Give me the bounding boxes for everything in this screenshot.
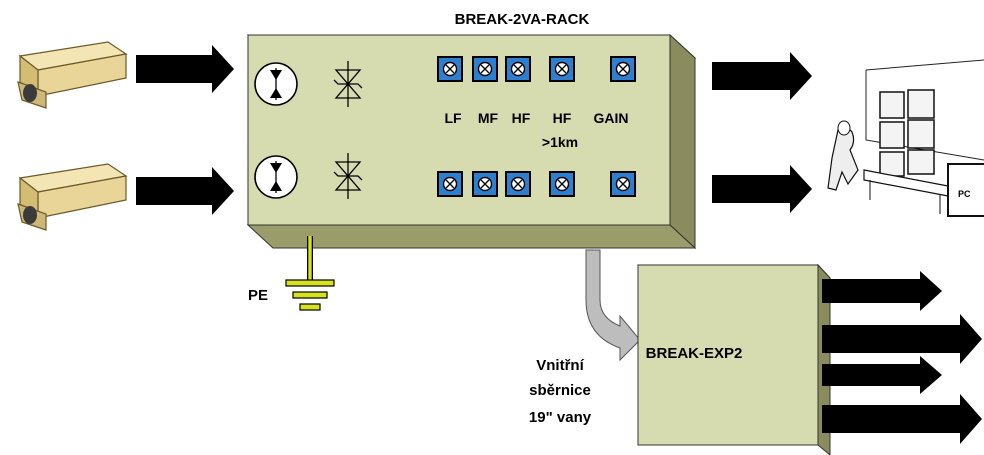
bus-label-line: sběrnice xyxy=(529,382,591,399)
current-source-icon xyxy=(254,155,298,199)
arrow-right-icon xyxy=(822,314,982,364)
bus-label-line: Vnitřní xyxy=(536,357,584,374)
ground-label: PE xyxy=(248,287,268,304)
bus-arrow-icon xyxy=(585,249,641,362)
trimmer-knob-icon xyxy=(549,56,575,82)
rack-title: BREAK-2VA-RACK xyxy=(455,11,590,28)
arrow-right-icon xyxy=(136,167,234,215)
tvs-diode-icon xyxy=(333,153,363,199)
trimmer-knob-icon xyxy=(437,171,463,197)
trimmer-knob-icon xyxy=(549,171,575,197)
camera-icon xyxy=(17,163,128,231)
knob-label: GAIN xyxy=(594,110,629,126)
pc-label: PC xyxy=(958,189,971,199)
knob-label: LF xyxy=(444,110,462,126)
ground-icon xyxy=(285,236,335,311)
knob-label: HF xyxy=(512,110,531,126)
trimmer-knob-icon xyxy=(505,56,531,82)
arrow-right-icon xyxy=(822,356,942,394)
camera-icon xyxy=(17,41,128,109)
bus-label-line: 19" vany xyxy=(529,409,592,426)
current-source-icon xyxy=(254,62,298,106)
trimmer-knob-icon xyxy=(610,171,636,197)
trimmer-knob-icon xyxy=(610,56,636,82)
arrow-right-icon xyxy=(822,271,942,311)
tvs-diode-icon xyxy=(333,61,363,107)
arrow-right-icon xyxy=(712,52,812,100)
arrow-right-icon xyxy=(822,394,982,444)
trimmer-knob-icon xyxy=(472,56,498,82)
knob-label: MF xyxy=(478,110,499,126)
expander-box xyxy=(636,263,832,455)
expander-title: BREAK-EXP2 xyxy=(646,345,743,362)
trimmer-knob-icon xyxy=(437,56,463,82)
trimmer-knob-icon xyxy=(472,171,498,197)
knob-label: HF xyxy=(553,110,572,126)
rack-box xyxy=(246,33,697,250)
monitoring-station-icon: PC xyxy=(827,59,984,217)
arrow-right-icon xyxy=(136,45,234,93)
knob-rows xyxy=(437,56,636,197)
knob-sublabel: >1km xyxy=(542,134,578,150)
trimmer-knob-icon xyxy=(505,171,531,197)
arrow-right-icon xyxy=(712,165,812,213)
